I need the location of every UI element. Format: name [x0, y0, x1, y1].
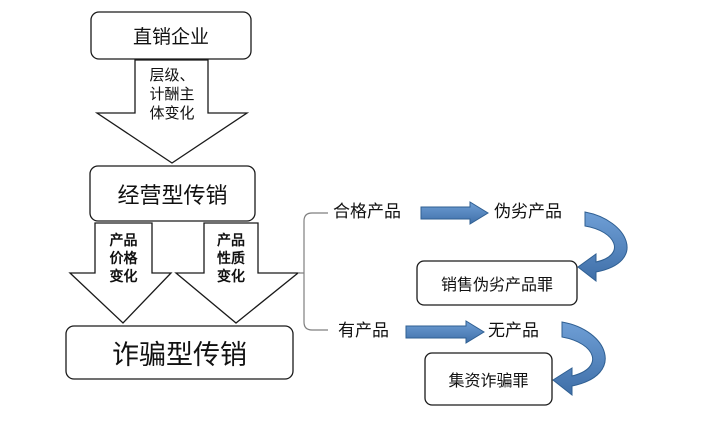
direct-sales-box: [90, 11, 252, 60]
structure-change-label: 层级、 计酬主 体变化: [136, 66, 208, 122]
price-change-line-2: 价格: [109, 251, 138, 268]
fraud-mlm-label: 诈骗型传销: [112, 340, 247, 371]
qualified-to-fake-arrow: [420, 201, 489, 225]
has-to-no-product-arrow: [405, 320, 485, 344]
structure-change-line-3: 体变化: [149, 103, 195, 122]
fake-to-crime-curve-arrow: [577, 211, 628, 283]
crime-fundraise-box: [424, 352, 553, 406]
crime-fake-box: [416, 260, 578, 306]
qualified-product-label: 合格产品: [333, 202, 401, 222]
structure-change-line-1: 层级、: [149, 66, 195, 84]
direct-sales-label: 直销企业: [132, 26, 209, 48]
nature-change-line-2: 性质: [217, 251, 245, 268]
fake-product-label: 伪劣产品: [494, 202, 562, 222]
fraud-mlm-box: [65, 325, 294, 380]
price-change-line-3: 变化: [109, 269, 138, 286]
price-change-arrow: [68, 222, 173, 324]
nature-change-arrow: [174, 222, 300, 324]
business-mlm-box: [89, 165, 256, 222]
price-change-label: 产品 价格 变化: [95, 232, 152, 287]
has-product-label: 有产品: [338, 321, 389, 341]
no-product-to-crime-curve-arrow: [552, 321, 606, 397]
nature-change-line-1: 产品: [217, 233, 245, 249]
branch-bracket: [298, 212, 328, 331]
price-change-line-1: 产品: [109, 233, 138, 249]
structure-change-line-2: 计酬主: [149, 84, 195, 103]
nature-change-label: 产品 性质 变化: [204, 232, 258, 287]
structure-change-arrow: [94, 59, 250, 164]
crime-fake-label: 销售伪劣产品罪: [440, 275, 553, 294]
crime-fundraise-label: 集资诈骗罪: [448, 371, 529, 390]
business-mlm-label: 经营型传销: [117, 183, 228, 209]
no-product-label: 无产品: [488, 321, 539, 341]
nature-change-line-3: 变化: [217, 269, 245, 286]
